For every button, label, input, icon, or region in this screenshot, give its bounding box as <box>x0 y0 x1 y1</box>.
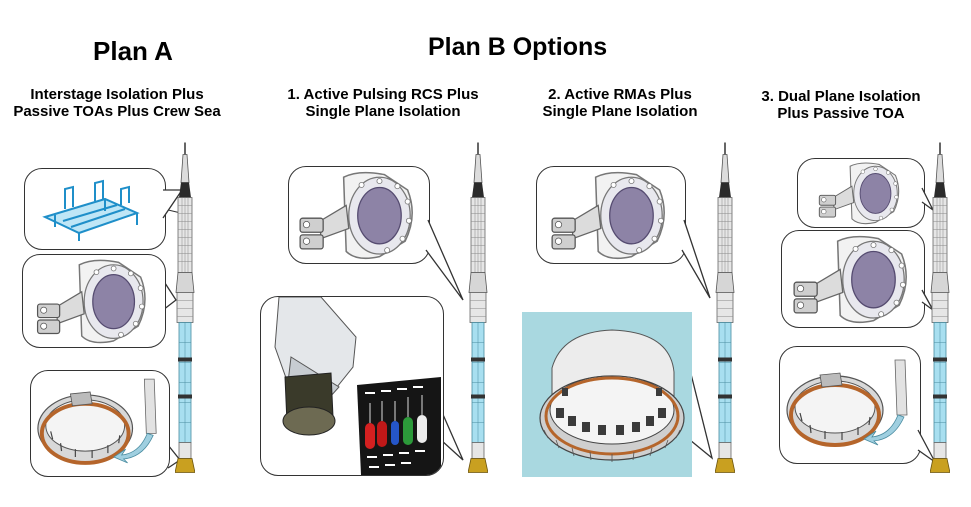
column-b3-caption-line1: 3. Dual Plane Isolation <box>761 88 921 105</box>
isolator-illustration <box>23 255 165 347</box>
column-b3-caption-line2: Plus Passive TOA <box>777 105 905 122</box>
rma-ring-illustration <box>539 329 685 462</box>
plan-b2-isolator-callout <box>536 166 686 264</box>
plan-b1-rcs-callout <box>260 296 444 476</box>
interstage-frame-illustration <box>42 179 186 241</box>
plan-b2-diagram <box>520 140 740 485</box>
plan-b3-rocket-stack <box>930 140 950 475</box>
plan-b3-diagram <box>775 140 960 485</box>
plan-a-ring-callout <box>30 370 170 477</box>
column-a-caption-line2: Passive TOAs Plus Crew Sea <box>13 103 221 120</box>
plan-b1-diagram <box>258 140 498 485</box>
column-b1-caption-line1: 1. Active Pulsing RCS Plus <box>287 86 479 103</box>
column-b2-caption-line2: Single Plane Isolation <box>542 103 698 120</box>
interstage-ring-illustration <box>31 371 169 476</box>
column-b2-caption: 2. Active RMAs Plus Single Plane Isolati… <box>515 86 725 120</box>
plan-b3-isolator-callout-lower <box>781 230 925 328</box>
plan-b2-callout-pointers <box>681 219 714 460</box>
plan-b2-rocket-stack <box>715 140 735 475</box>
plan-a-isolator-callout <box>22 254 166 348</box>
plan-b3-ring-callout <box>779 346 921 464</box>
plan-b-title: Plan B Options <box>428 33 608 61</box>
plan-a-diagram <box>20 140 220 485</box>
plan-b1-isolator-callout <box>288 166 430 264</box>
column-b1-caption: 1. Active Pulsing RCS Plus Single Plane … <box>270 86 496 120</box>
column-b3-caption: 3. Dual Plane Isolation Plus Passive TOA <box>747 88 935 122</box>
plan-a-rocket-stack <box>175 140 195 475</box>
rcs-thruster-illustration <box>274 297 441 475</box>
column-a-caption-line1: Interstage Isolation Plus <box>30 86 204 103</box>
column-b1-caption-line2: Single Plane Isolation <box>305 103 461 120</box>
plan-b1-callout-pointers <box>425 219 464 461</box>
plan-a-interstage-callout <box>24 168 186 250</box>
column-a-caption: Interstage Isolation Plus Passive TOAs P… <box>6 86 228 120</box>
column-b2-caption-line1: 2. Active RMAs Plus <box>548 86 692 103</box>
plan-b1-rocket-stack <box>468 140 488 475</box>
plan-b2-rma-panel <box>522 312 692 477</box>
plan-a-title: Plan A <box>93 36 173 66</box>
